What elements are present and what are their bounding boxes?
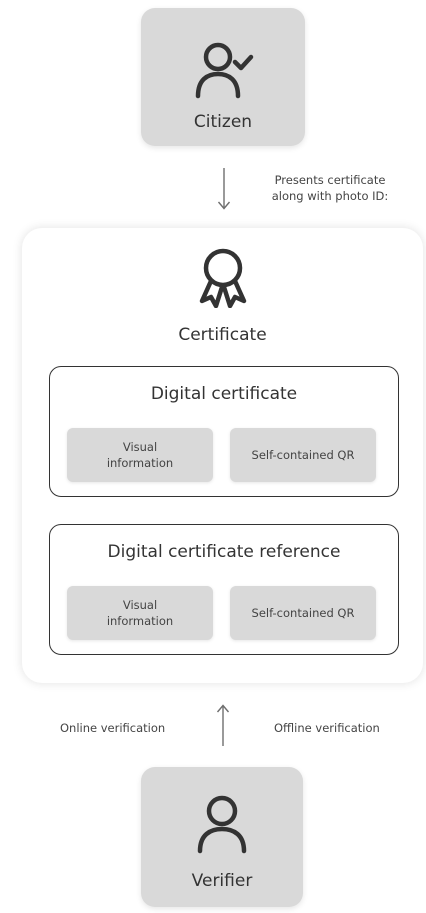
presents-note-line1: Presents certificate: [274, 173, 386, 187]
user-check-icon: [195, 42, 254, 99]
visual-information-line1: Visual: [122, 440, 158, 454]
visual-information-line1: Visual: [122, 598, 158, 612]
online-verification-label: Online verification: [60, 721, 166, 735]
self-contained-qr-chip: Self-contained QR: [230, 428, 376, 482]
visual-information-chip: Visual information: [67, 428, 213, 482]
digital-certificate-title: Digital certificate: [150, 384, 298, 404]
citizen-label: Citizen: [193, 112, 253, 132]
award-ribbon-icon: [199, 248, 247, 308]
self-contained-qr-chip: Self-contained QR: [230, 586, 376, 640]
arrow-down-icon: [217, 168, 231, 210]
digital-certificate-reference-title: Digital certificate reference: [107, 542, 341, 562]
offline-verification-label: Offline verification: [274, 721, 380, 735]
visual-information-line2: information: [106, 456, 174, 470]
visual-information-chip: Visual information: [67, 586, 213, 640]
presents-note-line2: along with photo ID:: [271, 189, 389, 203]
verifier-box: Verifier: [141, 767, 303, 907]
verifier-label: Verifier: [191, 871, 253, 891]
presents-note: Presents certificate along with photo ID…: [255, 172, 405, 204]
citizen-box: Citizen: [141, 8, 305, 146]
visual-information-line2: information: [106, 614, 174, 628]
arrow-up-icon: [216, 704, 230, 746]
digital-certificate-reference-box: Digital certificate reference Visual inf…: [49, 524, 399, 655]
certificate-title: Certificate: [178, 325, 267, 345]
certificate-card: Certificate Digital certificate Visual i…: [22, 228, 423, 683]
user-icon: [197, 795, 247, 854]
digital-certificate-box: Digital certificate Visual information S…: [49, 366, 399, 497]
